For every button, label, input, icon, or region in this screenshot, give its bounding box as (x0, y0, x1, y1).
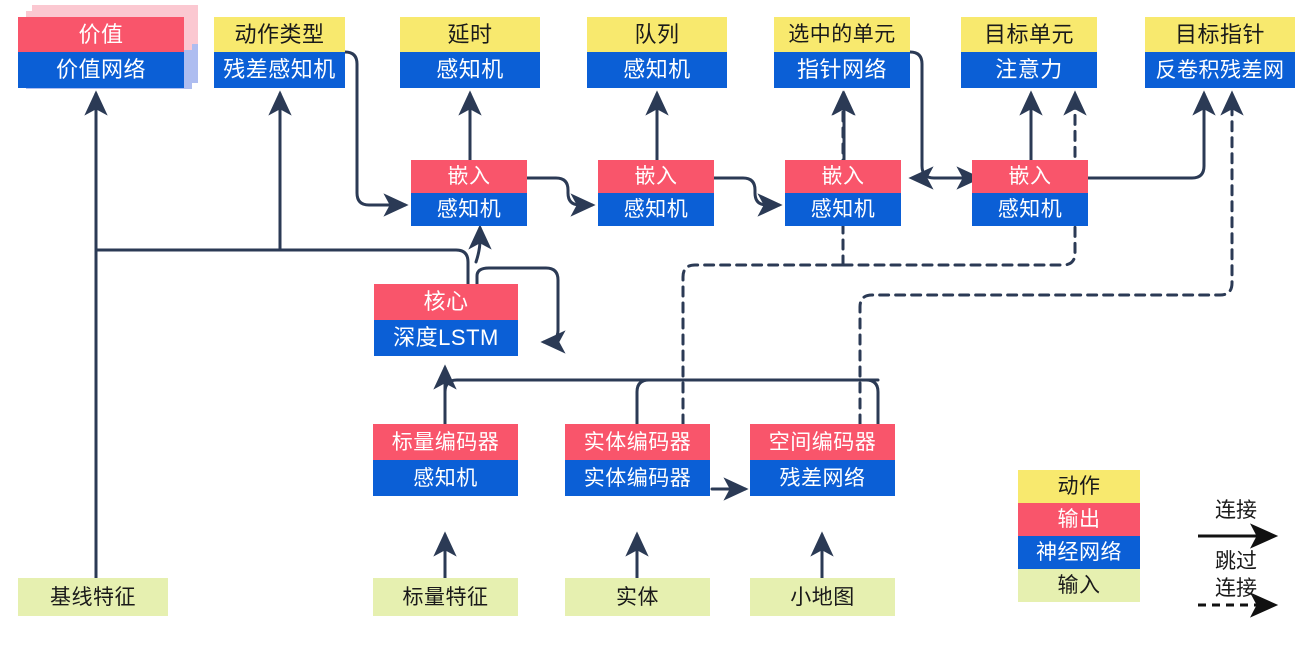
node-scalar-features[interactable]: 标量特征 (373, 578, 518, 616)
node-action-type[interactable]: 动作类型 残差感知机 (214, 17, 345, 88)
wire-embed-4-to-target-point (1086, 90, 1216, 180)
legend-swatch-action: 动作 (1018, 470, 1140, 503)
node-target-unit[interactable]: 目标单元 注意力 (961, 17, 1097, 88)
node-embed-1-output-label: 嵌入 (411, 160, 527, 193)
node-entities-label: 实体 (565, 578, 710, 616)
wire-embed-1-to-embed-2 (525, 176, 596, 217)
node-spatial-encoder[interactable]: 空间编码器 残差网络 (750, 424, 895, 496)
skip-entity-encoder-riser (681, 263, 845, 426)
node-target-point[interactable]: 目标指针 反卷积残差网 (1145, 17, 1295, 88)
node-entity-encoder-output-label: 实体编码器 (565, 424, 710, 460)
node-value-network-label: 价值网络 (18, 52, 184, 88)
node-selected-units[interactable]: 选中的单元 指针网络 (774, 17, 910, 88)
legend-skip-label-line1: 跳过 (1215, 550, 1257, 573)
node-embed-2[interactable]: 嵌入 感知机 (598, 160, 714, 226)
node-baseline-features-label: 基线特征 (18, 578, 168, 616)
wire-core-to-embed-1-riser (479, 226, 489, 262)
skip-spatial-encoder-riser (858, 104, 1234, 426)
node-spatial-encoder-output-label: 空间编码器 (750, 424, 895, 460)
node-embed-3-output-label: 嵌入 (785, 160, 901, 193)
node-scalar-features-label: 标量特征 (373, 578, 518, 616)
wire-core-up-into-embed1 (468, 224, 492, 264)
node-entity-encoder[interactable]: 实体编码器 实体编码器 (565, 424, 710, 496)
node-scalar-encoder[interactable]: 标量编码器 感知机 (373, 424, 518, 496)
node-target-point-action-label: 目标指针 (1145, 17, 1295, 52)
node-baseline-features[interactable]: 基线特征 (18, 578, 168, 616)
wire-core-to-embed-1 (468, 250, 1151, 262)
node-delay-action-label: 延时 (400, 17, 540, 52)
legend-swatch-network: 神经网络 (1018, 536, 1140, 569)
legend-swatch-input: 输入 (1018, 569, 1140, 602)
legend-connection-label: 连接 (1215, 499, 1257, 522)
node-target-point-network-label: 反卷积残差网 (1145, 52, 1295, 88)
node-core-output-label: 核心 (374, 284, 518, 320)
legend-swatch-output: 输出 (1018, 503, 1140, 536)
wire-embed-2-to-embed-3 (712, 176, 783, 217)
node-spatial-encoder-network-label: 残差网络 (750, 460, 895, 496)
wire-action-type-to-embed-1 (343, 50, 409, 217)
node-embed-3-network-label: 感知机 (785, 193, 901, 226)
node-core[interactable]: 核心 深度LSTM (374, 284, 518, 356)
node-embed-1[interactable]: 嵌入 感知机 (411, 160, 527, 226)
node-embed-4[interactable]: 嵌入 感知机 (972, 160, 1088, 226)
node-minimap-label: 小地图 (750, 578, 895, 616)
node-delay-network-label: 感知机 (400, 52, 540, 88)
node-embed-4-network-label: 感知机 (972, 193, 1088, 226)
node-minimap[interactable]: 小地图 (750, 578, 895, 616)
node-core-network-label: 深度LSTM (374, 320, 518, 356)
node-selected-units-action-label: 选中的单元 (774, 17, 910, 52)
node-selected-units-network-label: 指针网络 (774, 52, 910, 88)
node-scalar-encoder-network-label: 感知机 (373, 460, 518, 496)
node-entities[interactable]: 实体 (565, 578, 710, 616)
node-embed-4-output-label: 嵌入 (972, 160, 1088, 193)
node-queued[interactable]: 队列 感知机 (587, 17, 727, 88)
node-queued-action-label: 队列 (587, 17, 727, 52)
node-scalar-encoder-output-label: 标量编码器 (373, 424, 518, 460)
legend-skip-label-line2: 连接 (1215, 577, 1257, 600)
node-embed-1-network-label: 感知机 (411, 193, 527, 226)
node-embed-2-network-label: 感知机 (598, 193, 714, 226)
node-embed-3[interactable]: 嵌入 感知机 (785, 160, 901, 226)
node-target-unit-network-label: 注意力 (961, 52, 1097, 88)
node-value[interactable]: 价值 价值网络 (18, 17, 184, 88)
node-value-output-label: 价值 (18, 17, 184, 52)
node-action-type-network-label: 残差感知机 (214, 52, 345, 88)
node-entity-encoder-network-label: 实体编码器 (565, 460, 710, 496)
node-action-type-action-label: 动作类型 (214, 17, 345, 52)
node-queued-network-label: 感知机 (587, 52, 727, 88)
node-target-unit-action-label: 目标单元 (961, 17, 1097, 52)
node-delay[interactable]: 延时 感知机 (400, 17, 540, 88)
legend-swatches: 动作 输出 神经网络 输入 (1018, 470, 1140, 602)
node-embed-2-output-label: 嵌入 (598, 160, 714, 193)
